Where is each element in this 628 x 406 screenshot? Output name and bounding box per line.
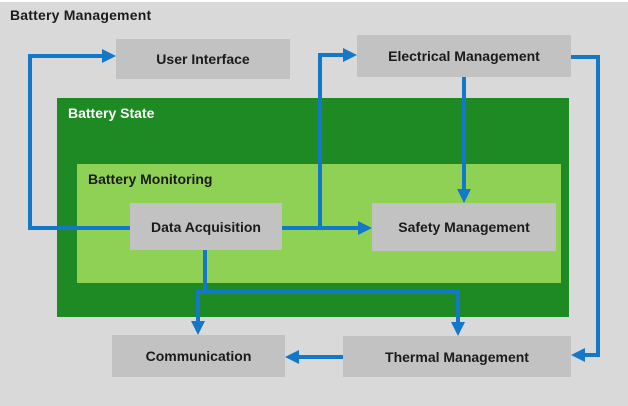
- edge-da-tm-vertical: [456, 294, 460, 322]
- node-user-interface: User Interface: [116, 39, 290, 79]
- edge-da-em-horizontal: [318, 53, 343, 57]
- node-safety-management: Safety Management: [372, 203, 556, 251]
- edge-em-tm-horizontal-bottom: [585, 353, 596, 357]
- arrowhead-into-communication-right: [285, 350, 299, 364]
- node-thermal-management-label: Thermal Management: [385, 348, 529, 365]
- battery-state-label: Battery State: [68, 105, 155, 121]
- edge-da-tm-horizontal: [196, 290, 460, 294]
- edge-em-tm-vertical: [596, 55, 600, 357]
- node-electrical-management: Electrical Management: [357, 35, 571, 77]
- diagram-title: Battery Management: [10, 7, 152, 23]
- node-communication-label: Communication: [145, 348, 252, 364]
- arrowhead-into-user-interface: [102, 49, 116, 63]
- edge-em-tm-horizontal-top: [571, 55, 600, 59]
- arrowhead-into-safety-management-top: [457, 189, 471, 203]
- edge-da-ui-horizontal-bottom: [28, 226, 130, 230]
- node-safety-management-label: Safety Management: [398, 219, 530, 235]
- node-user-interface-label: User Interface: [156, 51, 250, 67]
- edge-tm-cm-horizontal: [299, 355, 343, 359]
- edge-da-em-vertical: [318, 53, 322, 230]
- node-data-acquisition: Data Acquisition: [130, 203, 282, 250]
- arrowhead-into-thermal-management-right: [571, 348, 585, 362]
- arrowhead-into-safety-management: [358, 221, 372, 235]
- battery-monitoring-label: Battery Monitoring: [88, 171, 213, 187]
- arrowhead-into-electrical-management: [343, 48, 357, 62]
- arrowhead-into-communication-top: [191, 321, 205, 335]
- node-communication: Communication: [112, 335, 285, 377]
- edge-da-cm-vertical-lower: [196, 294, 200, 321]
- edge-em-sm-vertical: [462, 77, 466, 189]
- node-electrical-management-label: Electrical Management: [388, 48, 540, 64]
- node-thermal-management: Thermal Management: [343, 336, 571, 377]
- node-data-acquisition-label: Data Acquisition: [151, 218, 261, 235]
- edge-da-ui-horizontal-top: [28, 54, 102, 58]
- arrowhead-into-thermal-management-top: [451, 322, 465, 336]
- edge-da-ui-vertical: [28, 54, 32, 230]
- edge-da-cm-vertical-upper: [203, 250, 207, 294]
